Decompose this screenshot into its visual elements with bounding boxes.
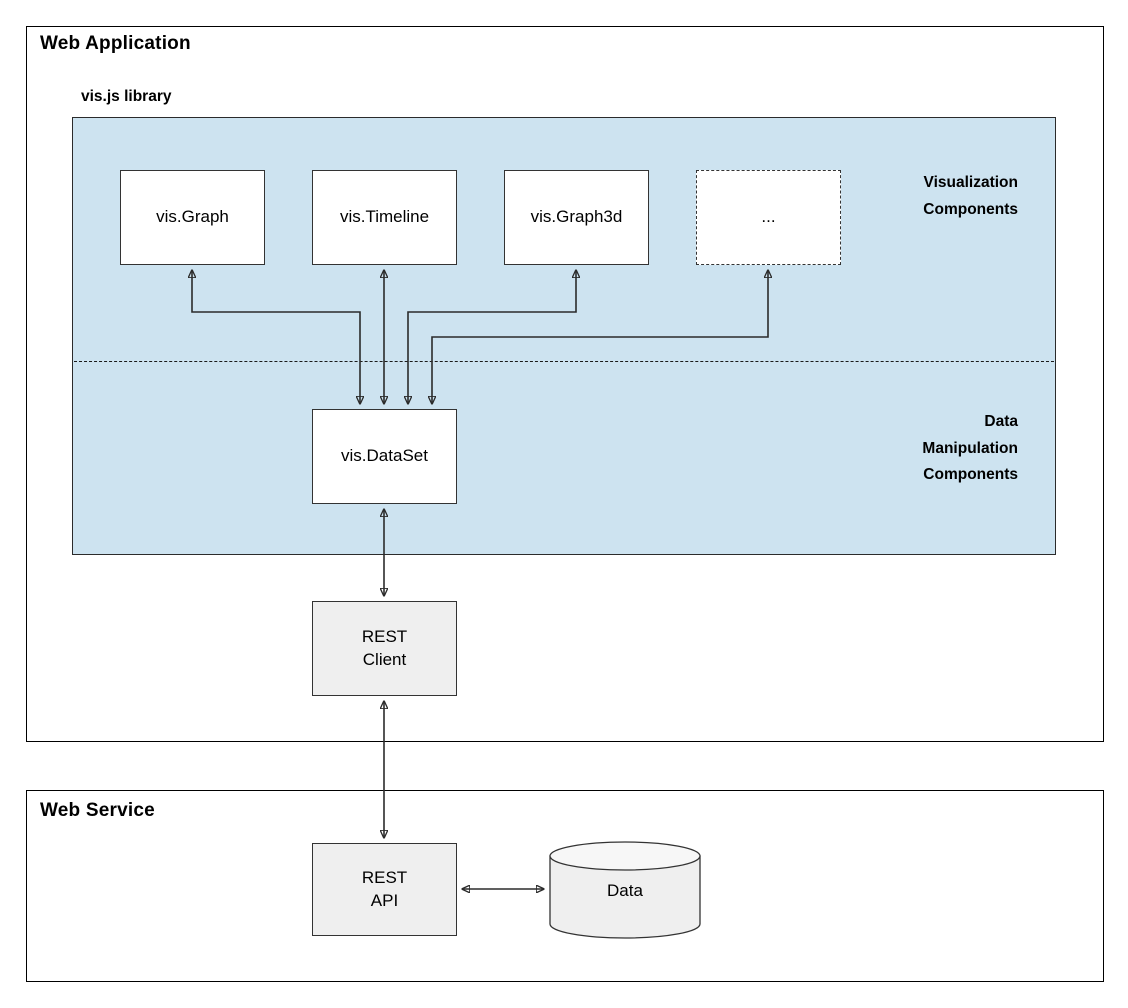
node-rest-api[interactable]: REST API	[312, 843, 457, 936]
node-rest-client[interactable]: REST Client	[312, 601, 457, 696]
node-vis-graph[interactable]: vis.Graph	[120, 170, 265, 265]
node-vis-timeline[interactable]: vis.Timeline	[312, 170, 457, 265]
zone-divider	[74, 361, 1054, 362]
library-title: vis.js library	[81, 88, 172, 105]
node-data-store-label: Data	[607, 881, 643, 900]
container-web-application-title: Web Application	[40, 33, 191, 54]
node-vis-dataset[interactable]: vis.DataSet	[312, 409, 457, 504]
zone-label-data-manipulation: Data Manipulation Components	[922, 413, 1018, 484]
node-data-store[interactable]: Data	[549, 841, 701, 939]
container-web-service-title: Web Service	[40, 800, 155, 821]
node-vis-graph3d[interactable]: vis.Graph3d	[504, 170, 649, 265]
zone-label-visualization: Visualization Components	[923, 174, 1018, 218]
cylinder-shape	[549, 841, 701, 939]
node-more-components[interactable]: ...	[696, 170, 841, 265]
